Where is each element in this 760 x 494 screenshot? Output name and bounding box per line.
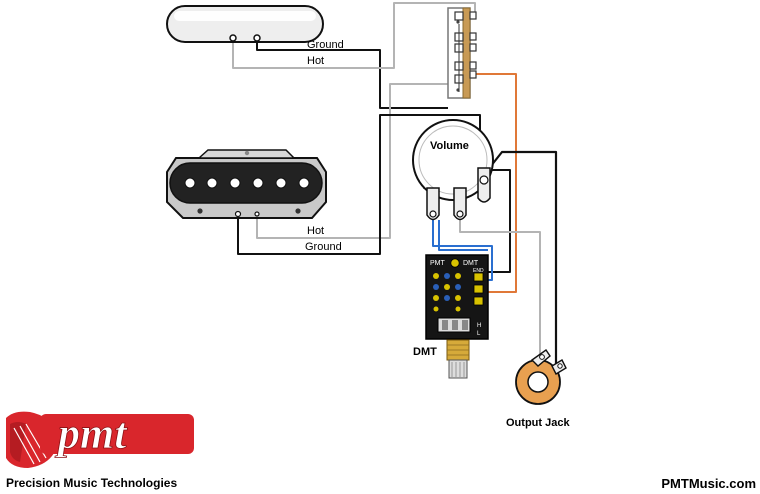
switch-out-wire [472,73,517,293]
output-jack-label: Output Jack [506,417,570,429]
board-dmt-text: DMT [463,260,479,267]
selector-switch [447,7,477,99]
bridge-pickup-polepieces [184,177,310,189]
website-url[interactable]: PMTMusic.com [661,476,756,491]
board-solder-pads [473,272,484,306]
bridge-pickup-lug-ground [234,210,242,218]
neck-hot-wire [232,2,476,69]
pot-ground-wire [482,150,558,366]
pot-ground-lug [477,167,491,203]
dmt-ground-wire [486,169,511,273]
board-h-text: H [477,323,481,329]
neck-pickup-lug-ground [253,34,261,42]
logo-text: pmt [54,409,128,458]
dmt-pot-shaft [446,339,470,379]
bridge-ground-wire [237,114,481,255]
neck-ground-wire [256,40,448,109]
bridge-pickup-lug-hot [254,211,260,217]
bridge-pickup [166,149,327,219]
board-components [433,273,461,312]
pot-to-dmt-wire-b [438,220,488,251]
hot-label-top: Hot [307,55,324,67]
board-end-text: END [473,268,484,274]
board-pmt-text: PMT [430,260,446,267]
pmt-logo: pmt [6,409,194,468]
dmt-label: DMT [413,346,437,358]
pot-to-dmt-wire-a [432,215,493,281]
hot-label-bottom: Hot [307,225,324,237]
neck-pickup-lug-hot [229,34,237,42]
volume-pot: Volume [412,119,494,221]
pot-lugs [426,187,467,221]
ground-label-top: Ground [307,39,344,51]
bridge-hot-wire [256,83,448,239]
jack-hot-wire [459,218,541,364]
neck-pickup [166,5,324,43]
company-name: Precision Music Technologies [6,476,178,490]
board-l-text: L [477,331,481,337]
output-jack [515,349,567,405]
dmt-board: PMT DMT END H L [425,254,489,340]
volume-label: Volume [430,140,469,152]
ground-label-bottom: Ground [305,241,342,253]
